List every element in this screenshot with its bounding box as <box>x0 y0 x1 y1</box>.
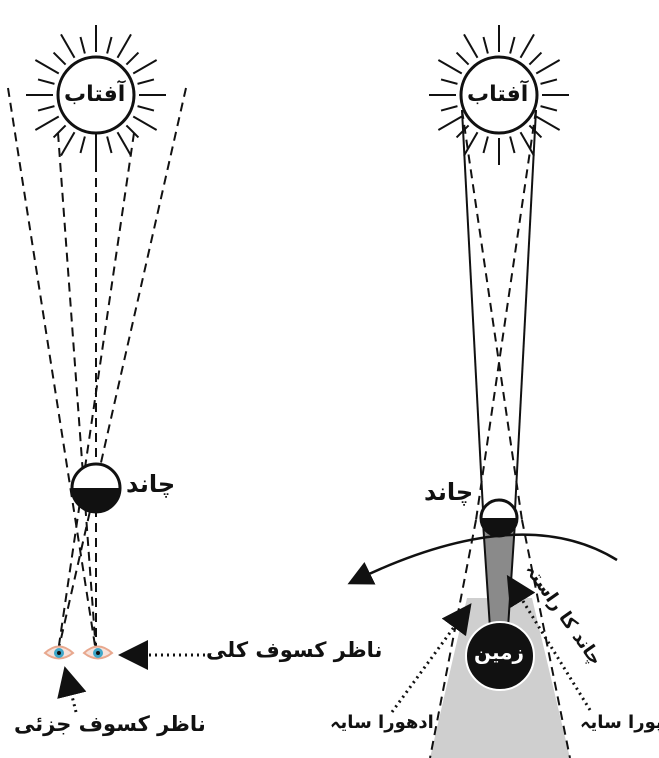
sun-ray <box>118 132 132 155</box>
right-moon <box>481 500 517 536</box>
sun-ray <box>35 117 58 131</box>
sun-ray <box>61 132 75 155</box>
sun-ray <box>438 117 461 131</box>
partial-observer-arrow <box>66 672 76 712</box>
sun-ray <box>126 125 138 137</box>
left-dashed-rays <box>8 88 186 652</box>
sun-ray <box>457 53 469 65</box>
penumbra-label: ادھورا سایہ <box>330 712 434 733</box>
sun-ray <box>107 37 111 53</box>
sun-ray <box>80 137 84 153</box>
sun-ray <box>138 79 154 83</box>
sun-ray <box>483 37 487 53</box>
sun-ray <box>536 60 559 74</box>
left-panel <box>8 25 205 712</box>
right-moon-label: چاند <box>424 478 473 506</box>
sun-ray <box>441 79 457 83</box>
sun-ray <box>521 34 535 57</box>
sun-ray <box>536 117 559 131</box>
left-sun-label: آفتاب <box>64 82 125 107</box>
sun-ray <box>61 34 75 57</box>
total-observer-label: ناظر کسوف کلی <box>206 638 382 662</box>
left-moon <box>72 464 120 512</box>
sun-ray <box>54 53 66 65</box>
sun-ray <box>38 106 54 110</box>
right-sun-label: آفتاب <box>467 82 528 107</box>
sun-ray <box>541 106 557 110</box>
sun-ray <box>38 79 54 83</box>
earth-label: زمین <box>474 640 524 664</box>
left-moon-label: چاند <box>126 470 175 498</box>
sun-ray <box>438 60 461 74</box>
sun-ray <box>133 117 156 131</box>
sun-ray <box>126 53 138 65</box>
sun-ray <box>54 125 66 137</box>
right-solid-rays <box>462 110 536 510</box>
sun-ray <box>541 79 557 83</box>
partial-observer-label: ناظر کسوف جزئی <box>14 712 206 736</box>
partial-observer-eye-icon <box>45 647 73 659</box>
sun-ray <box>483 137 487 153</box>
total-observer-eye-icon <box>84 647 112 659</box>
umbra-label: پورا سایہ <box>580 712 659 733</box>
sun-ray <box>35 60 58 74</box>
sun-ray <box>529 53 541 65</box>
sun-ray <box>133 60 156 74</box>
sun-ray <box>464 34 478 57</box>
sun-ray <box>80 37 84 53</box>
sun-ray <box>510 37 514 53</box>
sun-ray <box>138 106 154 110</box>
sun-ray <box>510 137 514 153</box>
sun-ray <box>441 106 457 110</box>
sun-ray <box>118 34 132 57</box>
sun-ray <box>107 137 111 153</box>
